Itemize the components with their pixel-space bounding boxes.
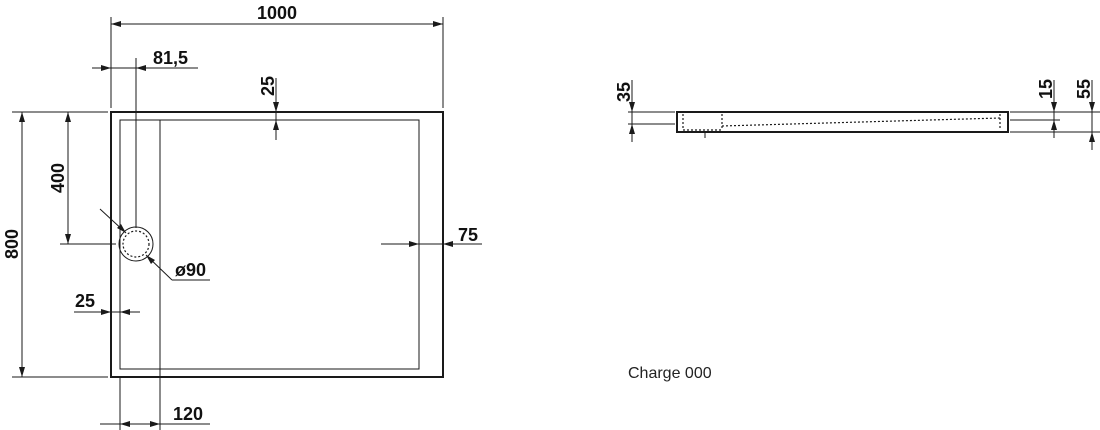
dim-top-rim: 25 — [258, 76, 279, 140]
dim-channel-width: 120 — [100, 369, 210, 430]
dim-left-rim: 25 — [74, 291, 140, 315]
inner-basin — [119, 119, 420, 370]
dim-label-left-rim: 25 — [75, 291, 95, 311]
dim-label-top-rim: 25 — [258, 76, 278, 96]
charge-note: Charge 000 — [628, 365, 712, 382]
plan-view: 1000 81,5 25 400 — [2, 3, 482, 430]
dim-label-overall-width: 1000 — [257, 3, 297, 23]
dim-right-height: 15 — [1010, 79, 1060, 138]
side-view: 35 15 55 — [614, 79, 1100, 150]
dim-total-height: 55 — [1010, 79, 1100, 150]
dim-label-channel-width: 120 — [173, 404, 203, 424]
dim-label-left-height: 35 — [614, 82, 634, 102]
dim-drain-height: 400 — [48, 111, 116, 245]
dim-right-rim: 75 — [381, 225, 482, 247]
dim-label-drain-offset: 81,5 — [153, 48, 188, 68]
drain — [118, 226, 154, 262]
dim-drain-diameter: ø90 — [99, 208, 210, 281]
dim-drain-offset: 81,5 — [92, 48, 198, 228]
tray-profile — [676, 111, 1009, 133]
dim-label-right-height: 15 — [1036, 79, 1056, 99]
dim-overall-width: 1000 — [110, 3, 444, 108]
dim-label-right-rim: 75 — [458, 225, 478, 245]
dim-overall-depth: 800 — [2, 111, 108, 378]
dim-label-overall-depth: 800 — [2, 229, 22, 259]
dim-label-drain-height: 400 — [48, 163, 68, 193]
dim-label-total-height: 55 — [1074, 79, 1094, 99]
dim-left-height: 35 — [614, 80, 675, 142]
dim-label-drain-diameter: ø90 — [175, 260, 206, 280]
